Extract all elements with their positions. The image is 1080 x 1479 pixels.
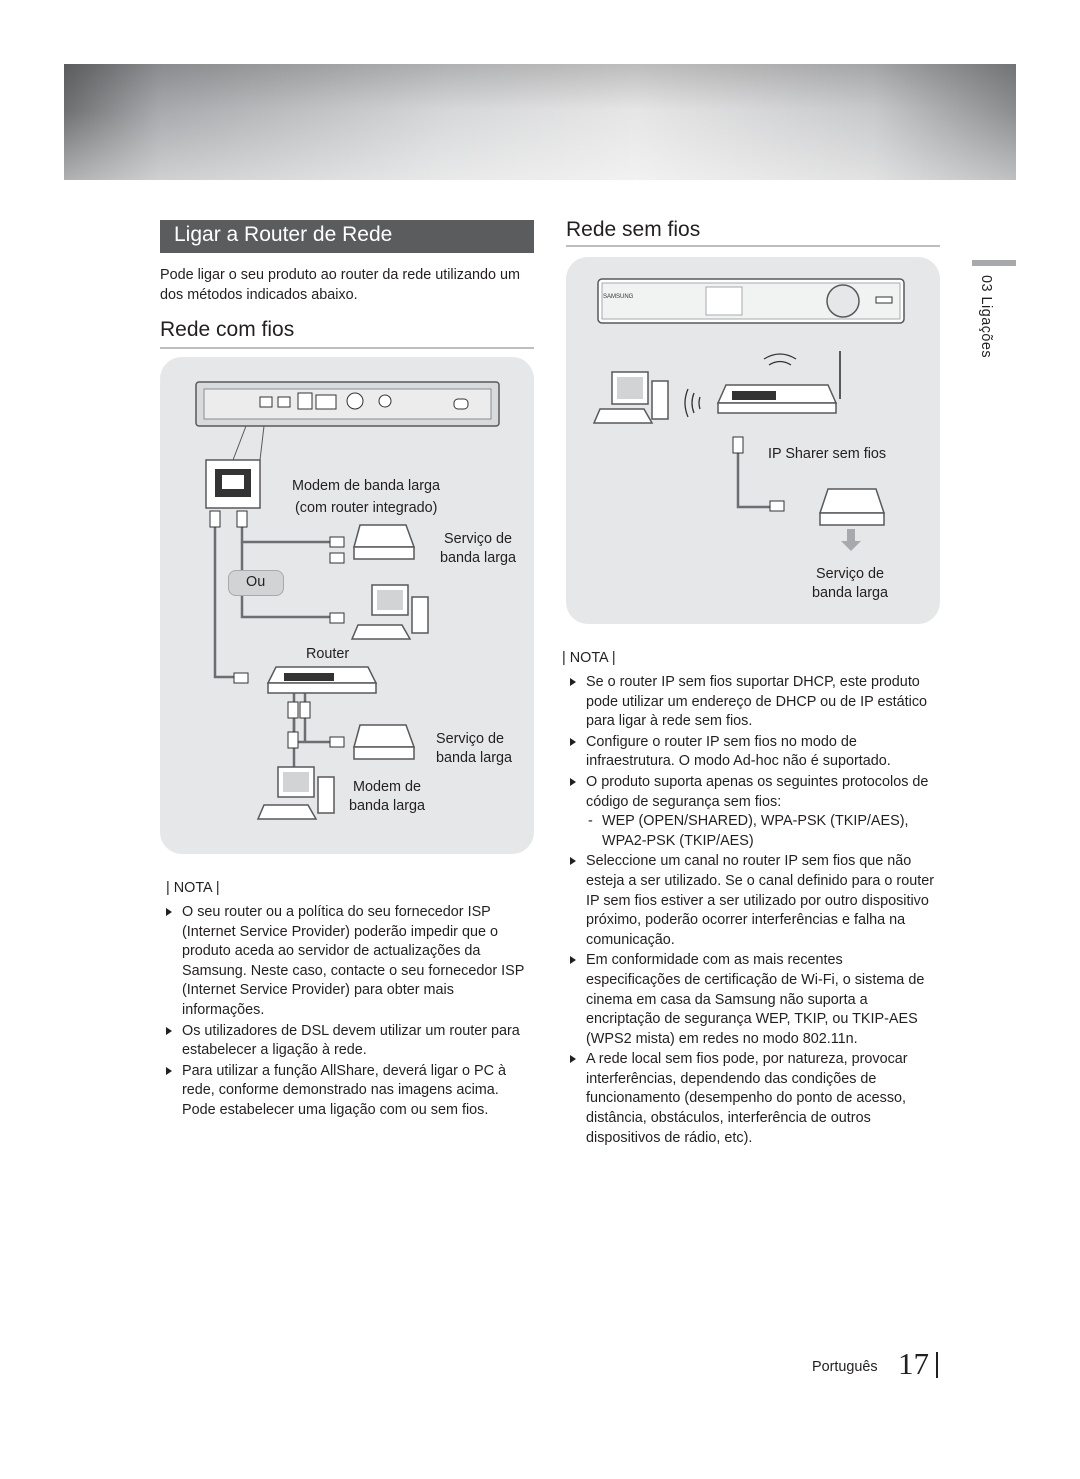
wireless-heading: Rede sem fios bbox=[566, 218, 701, 241]
cable-plug-icon bbox=[236, 510, 248, 528]
arrow-down-icon bbox=[841, 529, 861, 551]
label-modem-1: Modem de bbox=[353, 779, 421, 795]
modem-icon bbox=[287, 701, 416, 760]
wired-heading-rule bbox=[160, 347, 534, 349]
wired-notes-list: O seu router ou a política do seu fornec… bbox=[164, 903, 536, 1122]
player-front-icon: SAMSUNG bbox=[597, 278, 905, 324]
intro-text: Pode ligar o seu produto ao router da re… bbox=[160, 267, 520, 303]
wireless-heading-rule bbox=[566, 245, 940, 247]
note-subitem-text: WEP (OPEN/SHARED), WPA-PSK (TKIP/AES), W… bbox=[602, 813, 909, 849]
list-item: O produto suporta apenas os seguintes pr… bbox=[568, 773, 940, 851]
or-badge-text: Ou bbox=[246, 574, 266, 590]
modem-router-icon bbox=[329, 524, 416, 564]
label-sharer: IP Sharer sem fios bbox=[768, 446, 887, 462]
label-modem-2: banda larga bbox=[349, 798, 426, 814]
modem-icon bbox=[818, 488, 886, 526]
list-item: O seu router ou a política do seu fornec… bbox=[164, 903, 536, 1021]
wired-diagram-panel bbox=[160, 357, 534, 854]
lan-port-icon bbox=[205, 425, 265, 509]
label-modem-router-1: Modem de banda larga bbox=[292, 478, 441, 494]
cable-plug-icon bbox=[209, 510, 221, 528]
note-text: Para utilizar a função AllShare, deverá … bbox=[182, 1062, 506, 1118]
wifi-waves-icon bbox=[684, 353, 797, 418]
pc-icon bbox=[329, 584, 429, 640]
note-text: O produto suporta apenas os seguintes pr… bbox=[586, 773, 929, 810]
list-item: Seleccione um canal no router IP sem fio… bbox=[568, 852, 940, 950]
header-banner bbox=[64, 64, 1016, 180]
chapter-label: 03 Ligações bbox=[978, 275, 994, 359]
list-item: A rede local sem fios pode, por natureza… bbox=[568, 1050, 940, 1148]
note-text: Configure o router IP sem fios no modo d… bbox=[586, 733, 891, 770]
samsung-logo: SAMSUNG bbox=[603, 294, 634, 300]
wireless-diagram-panel: SAMSUNG bbox=[566, 257, 940, 624]
note-text: O seu router ou a política do seu fornec… bbox=[182, 904, 525, 1018]
wireless-notes-list: Se o router IP sem fios suportar DHCP, e… bbox=[568, 673, 940, 1149]
label-service2-2: banda larga bbox=[436, 750, 513, 766]
label-service-2: banda larga bbox=[812, 585, 889, 601]
note-text: Em conformidade com as mais recentes esp… bbox=[586, 952, 925, 1047]
label-service1-1: Serviço de bbox=[444, 531, 512, 547]
router-icon bbox=[233, 666, 378, 694]
list-item: Configure o router IP sem fios no modo d… bbox=[568, 733, 940, 772]
label-service-1: Serviço de bbox=[816, 566, 884, 582]
label-service2-1: Serviço de bbox=[436, 731, 504, 747]
note-text: Seleccione um canal no router IP sem fio… bbox=[586, 853, 934, 948]
wireless-router-icon bbox=[716, 351, 841, 414]
section-title: Ligar a Router de Rede bbox=[160, 220, 534, 253]
note-text: Se o router IP sem fios suportar DHCP, e… bbox=[586, 674, 928, 730]
list-item: Para utilizar a função AllShare, deverá … bbox=[164, 1062, 536, 1121]
pc-icon bbox=[256, 766, 335, 820]
cable-plug-icon bbox=[769, 500, 785, 512]
wireless-diagram: SAMSUNG bbox=[592, 278, 905, 551]
label-service1-2: banda larga bbox=[440, 550, 517, 566]
pc-icon bbox=[592, 371, 669, 424]
section-title-text: Ligar a Router de Rede bbox=[174, 223, 393, 246]
chapter-tab bbox=[972, 260, 1016, 266]
or-badge: Ou bbox=[228, 570, 284, 596]
page-number: 17 bbox=[898, 1346, 929, 1381]
list-item: Os utilizadores de DSL devem utilizar um… bbox=[164, 1022, 536, 1061]
cable-plug-icon bbox=[732, 436, 744, 454]
note-text: Os utilizadores de DSL devem utilizar um… bbox=[182, 1022, 520, 1059]
label-router: Router bbox=[306, 646, 350, 662]
player-rear-icon bbox=[195, 381, 500, 427]
footer-divider bbox=[936, 1352, 938, 1378]
lan-cable bbox=[736, 447, 770, 509]
note-subitem: -WEP (OPEN/SHARED), WPA-PSK (TKIP/AES), … bbox=[588, 813, 909, 849]
wired-nota-title: | NOTA | bbox=[166, 880, 220, 896]
list-item: Se o router IP sem fios suportar DHCP, e… bbox=[568, 673, 940, 732]
list-item: Em conformidade com as mais recentes esp… bbox=[568, 951, 940, 1049]
label-modem-router-2: (com router integrado) bbox=[295, 500, 438, 516]
wireless-nota-title: | NOTA | bbox=[562, 650, 616, 666]
note-text: A rede local sem fios pode, por natureza… bbox=[586, 1051, 908, 1146]
wired-diagram bbox=[195, 381, 500, 820]
wired-heading: Rede com fios bbox=[160, 318, 295, 341]
footer-language: Português bbox=[812, 1359, 878, 1375]
